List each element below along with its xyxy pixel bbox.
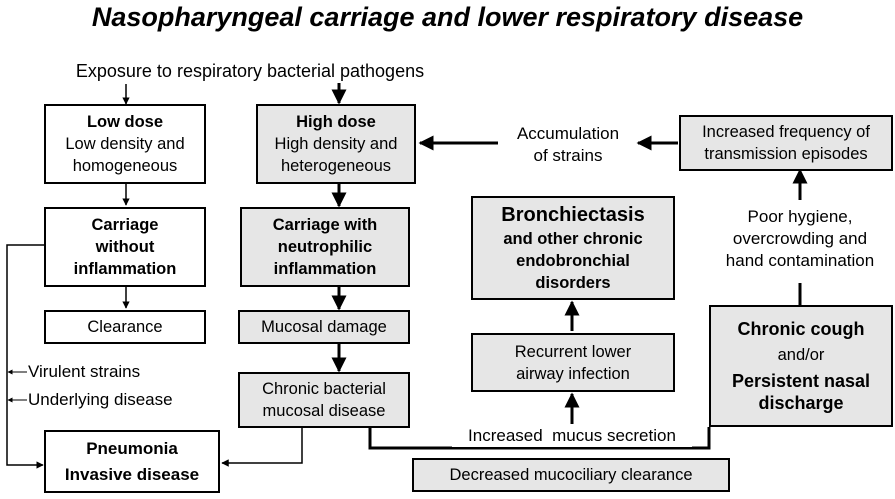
poor-hygiene-label: Poor hygiene, overcrowding and hand cont… [705, 206, 895, 272]
accumulation-line1: Accumulation [516, 124, 620, 143]
virulent-strains-label: Virulent strains [28, 362, 141, 381]
recurrent-infection-box: Recurrent lower airway infection [471, 333, 675, 392]
chronic-cough-andor: and/or [777, 346, 825, 364]
high-dose-heading: High dose [296, 113, 376, 131]
pneumonia-line1: Pneumonia [86, 438, 178, 458]
bronchiectasis-box: Bronchiectasis and other chronic endobro… [471, 196, 675, 300]
carriage-neutrophilic-box: Carriage with neutrophilic inflammation [240, 207, 410, 287]
neutrophilic-line1: Carriage with [272, 216, 378, 234]
exposure-label: Exposure to respiratory bacterial pathog… [75, 61, 425, 81]
bronchiectasis-line1: and other chronic [503, 229, 643, 248]
pneumonia-box: Pneumonia Invasive disease [44, 430, 220, 493]
bronchiectasis-line2: endobronchial [516, 251, 630, 270]
chronic-cough-heading: Chronic cough [737, 319, 865, 339]
increased-frequency-box: Increased frequency of transmission epis… [679, 115, 893, 171]
carriage-line1: Carriage [91, 216, 159, 234]
increased-frequency-line1: Increased frequency of [702, 123, 870, 141]
chronic-bacterial-line1: Chronic bacterial [262, 380, 386, 398]
mucosal-damage-label: Mucosal damage [261, 318, 387, 336]
accumulation-label: Accumulation of strains [498, 123, 638, 167]
carriage-line3: inflammation [73, 260, 177, 278]
high-dose-line2: heterogeneous [280, 157, 392, 175]
chronic-bacterial-line2: mucosal disease [262, 402, 386, 420]
chronic-cough-box: Chronic cough and/or Persistent nasal di… [709, 305, 893, 427]
poor-hygiene-line1: Poor hygiene, [747, 207, 853, 226]
pneumonia-line2: Invasive disease [64, 464, 200, 484]
chronic-cough-line2: discharge [758, 393, 844, 413]
neutrophilic-line2: neutrophilic [277, 238, 373, 256]
decreased-clearance-label: Decreased mucociliary clearance [449, 466, 693, 484]
underlying-disease-label: Underlying disease [28, 390, 173, 409]
high-dose-box: High dose High density and heterogeneous [256, 104, 416, 184]
high-dose-line1: High density and [274, 135, 398, 153]
low-dose-line1: Low density and [65, 135, 185, 153]
low-dose-heading: Low dose [86, 113, 164, 131]
clearance-box: Clearance [44, 310, 206, 344]
increased-mucus-label: Increased mucus secretion [452, 425, 692, 447]
low-dose-box: Low dose Low density and homogeneous [44, 104, 206, 184]
mucosal-damage-box: Mucosal damage [238, 310, 410, 344]
bronchiectasis-heading: Bronchiectasis [501, 203, 645, 226]
diagram-title: Nasopharyngeal carriage and lower respir… [91, 2, 804, 32]
poor-hygiene-line2: overcrowding and [732, 229, 868, 248]
poor-hygiene-line3: hand contamination [725, 251, 875, 270]
carriage-line2: without [95, 238, 155, 256]
neutrophilic-line3: inflammation [273, 260, 377, 278]
increased-frequency-line2: transmission episodes [704, 145, 868, 163]
bronchiectasis-line3: disorders [535, 273, 611, 292]
carriage-without-inflammation-box: Carriage without inflammation [44, 207, 206, 287]
clearance-label: Clearance [87, 318, 163, 336]
decreased-clearance-box: Decreased mucociliary clearance [412, 458, 730, 492]
accumulation-line2: of strains [533, 146, 603, 165]
chronic-bacterial-box: Chronic bacterial mucosal disease [238, 372, 410, 428]
low-dose-line2: homogeneous [72, 157, 178, 175]
recurrent-line1: Recurrent lower [514, 342, 632, 361]
recurrent-line2: airway infection [516, 364, 630, 383]
chronic-cough-line1: Persistent nasal [731, 371, 871, 391]
